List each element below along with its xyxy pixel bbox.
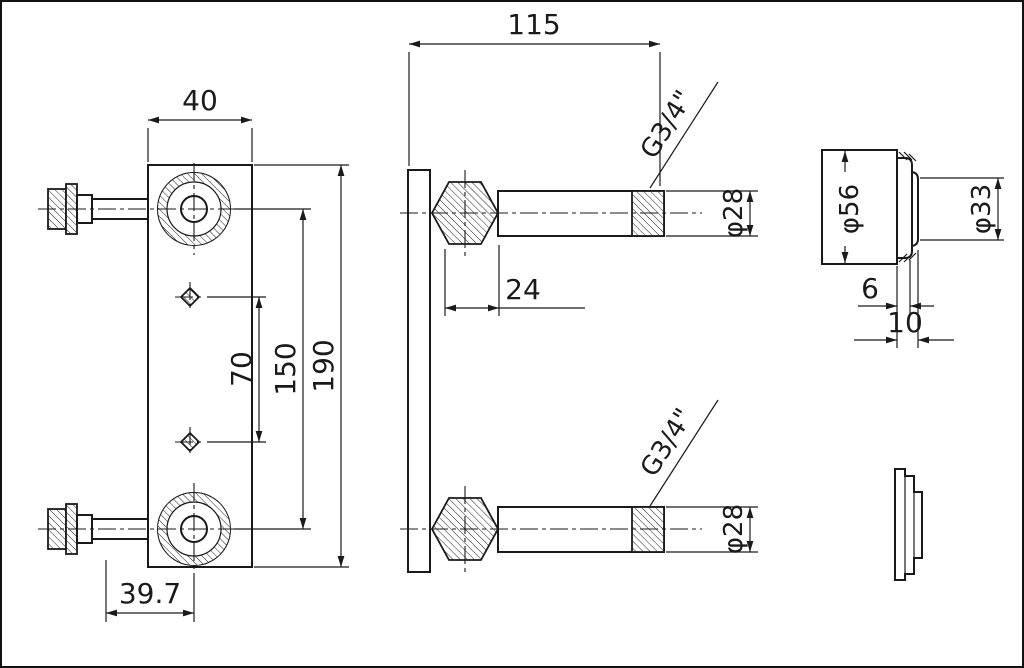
dimension-dia28-bottom: φ28 (666, 504, 758, 554)
dimension-dia56: φ56 (835, 151, 865, 263)
dimension-190: 190 (254, 164, 349, 568)
dimension-40: 40 (147, 84, 253, 162)
dimension-150: 150 (234, 208, 311, 530)
dim-150-label: 150 (269, 342, 302, 395)
dim-24-label: 24 (505, 273, 541, 306)
dimension-dia33: φ33 (920, 177, 1004, 241)
cap-dome-step1 (896, 157, 913, 259)
cap-section-view: φ56 φ33 6 10 (821, 149, 1004, 348)
thread-callout-top: G3/4" (635, 81, 719, 189)
cap-profile-view (894, 468, 923, 581)
dimension-24: 24 (444, 245, 585, 316)
dimension-dia28-top: φ28 (666, 188, 758, 238)
pipe-dia-label-bottom: φ28 (719, 504, 749, 554)
dim-6-label: 6 (861, 272, 879, 305)
thread-label-top: G3/4" (635, 85, 700, 164)
dim-39-7-label: 39.7 (119, 577, 181, 610)
cap-dome-step2 (910, 170, 919, 248)
knurl-ticks (898, 151, 917, 263)
dim-70-label: 70 (225, 351, 258, 387)
dome-dia-label: φ33 (967, 184, 997, 234)
dimension-6: 6 (858, 260, 934, 348)
cap-body-outline (821, 149, 898, 265)
dimension-10: 10 (854, 250, 954, 348)
cap-dia-label: φ56 (835, 184, 865, 234)
wall-plate-outline (407, 169, 431, 573)
pipe-dia-label-top: φ28 (719, 188, 749, 238)
dim-40-label: 40 (182, 84, 218, 117)
dim-10-label: 10 (887, 306, 923, 339)
plate-outline (147, 164, 253, 568)
thread-label-bottom: G3/4" (635, 403, 700, 482)
dim-115-label: 115 (507, 8, 560, 41)
screw-marker-upper (175, 282, 205, 312)
cap-profile-outline (894, 468, 923, 581)
side-view: 115 24 G3/4" φ28 G3/4" (400, 8, 758, 573)
dimension-115: 115 (408, 8, 661, 186)
dimension-39-7: 39.7 (105, 560, 195, 622)
dimension-70: 70 (207, 296, 266, 443)
thread-callout-bottom: G3/4" (635, 399, 719, 507)
front-view: 40 39.7 70 150 190 (38, 84, 349, 622)
screw-marker-lower (175, 427, 205, 457)
dim-190-label: 190 (307, 339, 340, 392)
